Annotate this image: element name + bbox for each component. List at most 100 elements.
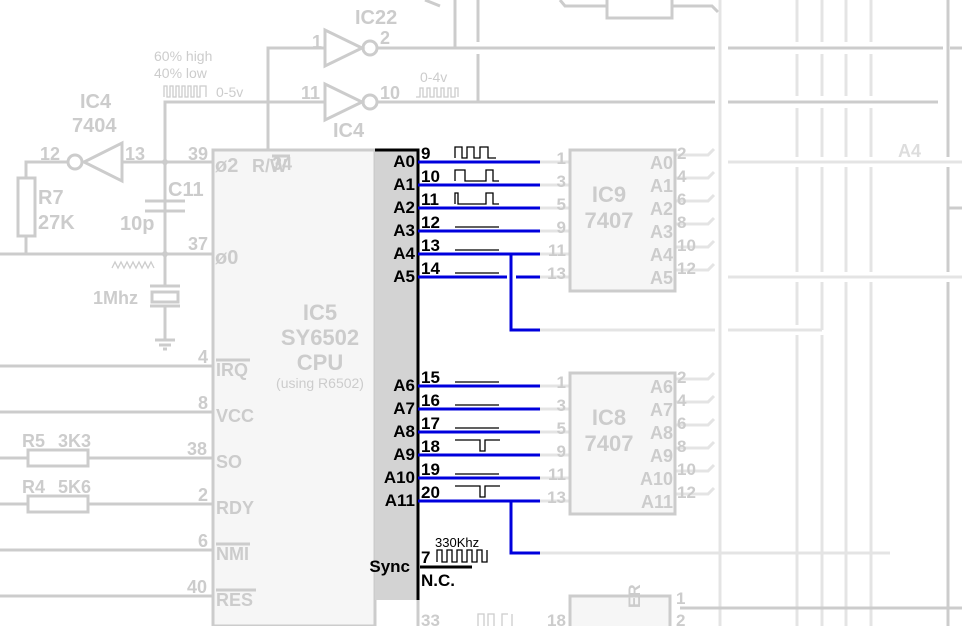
address-pin-label: A9 [393,445,415,464]
buffer-out-pin: 4 [677,167,687,186]
buffer-in-pin: 9 [557,218,566,237]
address-pin-number: 9 [421,144,430,163]
bottom-waveform [477,613,513,626]
pin-6: 6 [198,531,208,551]
wire [668,371,716,381]
buffer-out-pin: 10 [677,236,696,255]
address-branch-a11[interactable] [509,501,540,555]
buffer-in-pin: 13 [547,264,566,283]
wire [668,239,716,249]
pin-37: 37 [188,234,208,254]
res-label: RES [216,590,253,610]
bottom-chip-pin-in: 18 [547,611,566,626]
pin-4: 4 [198,347,208,367]
cpu-ic5: 34 R/W ø2 ø0 IRQ VCC SO RDY NMI RES IC5 … [211,144,488,626]
buffer-output-label: A8 [650,423,673,443]
wire [668,193,716,203]
buffer-in-pin: 3 [557,172,566,191]
c11-ref: C11 [168,179,204,201]
cpu-note: (using R6502) [276,375,364,391]
ic4-pin-in: 13 [125,144,145,164]
ic22-label: IC22 [355,7,397,29]
component-fragment [558,0,720,20]
address-pin-number: 16 [421,391,440,410]
r4-ref: R4 [22,477,45,497]
buffer-output-label: A5 [650,268,673,288]
address-pin-number: 10 [421,167,440,186]
buffer-in-pin: 3 [557,396,566,415]
bus-label: A4 [898,141,921,161]
buffer-output-label: A10 [640,469,673,489]
buffer-out-pin: 4 [677,391,687,410]
buffer-out-pin: 10 [677,460,696,479]
buffer-output-label: A2 [650,199,673,219]
r4-value: 5K6 [58,477,91,497]
buffer-out-pin: 8 [677,437,686,456]
sync-freq: 330Khz [435,535,479,550]
buffer-in-pin: 5 [557,419,566,438]
c11-capacitor [145,162,185,254]
wire [668,440,716,450]
wire [668,147,716,157]
buffer-ref: IC9 [592,182,626,207]
ic4-gate [323,81,366,123]
ic4-bubble [66,153,84,171]
ic4b-pin-in: 11 [301,83,320,103]
r4-resistor [26,494,90,514]
address-pin-number: 14 [421,259,440,278]
r5-value: 3K3 [58,431,91,451]
phi0-label: ø0 [215,247,238,269]
address-pin-label: A7 [393,399,415,418]
ic4-pin-out: 12 [40,144,60,164]
waveform-a9 [455,439,500,452]
vcc-label: VCC [216,406,254,426]
address-pin-label: A6 [393,376,415,395]
buffer-in-pin: 13 [547,488,566,507]
buffer-part: 7407 [585,208,634,233]
r7-value: 27K [38,212,75,234]
address-pin-label: A10 [384,468,415,487]
clock-waveform-out [416,87,459,98]
waveform-a11 [455,485,500,498]
c11-value: 10p [120,213,154,235]
waveform-a2 [454,192,499,205]
wire [668,216,716,226]
address-pin-label: A4 [393,244,415,263]
ic22-pin-out: 2 [380,28,390,48]
ic4-inverter [80,140,124,184]
voltage-in-label: 0-5v [216,84,243,100]
r7-ref: R7 [38,187,64,209]
buffer-in-pin: 11 [548,241,566,260]
buffer-output-label: A1 [650,176,673,196]
crystal-ground [150,254,180,351]
address-pin-number: 20 [421,483,440,502]
address-pin-label: A8 [393,422,415,441]
pin-34: 34 [272,154,292,174]
address-branch-a4[interactable] [509,254,540,332]
address-pin-number: 15 [421,368,440,387]
buffer-in-pin: 1 [557,373,566,392]
bottom-chip-body [568,594,672,626]
buffer-in-pin: 5 [557,195,566,214]
buffer-ref: IC8 [592,405,626,430]
ic4-ref: IC4 [80,91,112,113]
nmi-label: NMI [216,544,249,564]
waveform-a1 [454,169,499,182]
bottom-chip-pin-2: 2 [676,611,685,626]
pin-39: 39 [188,144,208,164]
rdy-label: RDY [216,498,254,518]
crystal-label: 1Mhz [93,288,138,308]
wire [668,394,716,404]
buffer-output-label: A4 [650,245,673,265]
gate-fragment [424,0,441,8]
address-pin-number: 11 [421,190,439,209]
wire [668,417,716,427]
pin-8: 8 [198,393,208,413]
buffer-output-label: A7 [650,400,673,420]
buffer-in-pin: 9 [557,442,566,461]
address-pin-label: A5 [393,267,415,286]
address-lines [418,146,715,555]
buffer-output-label: A3 [650,222,673,242]
